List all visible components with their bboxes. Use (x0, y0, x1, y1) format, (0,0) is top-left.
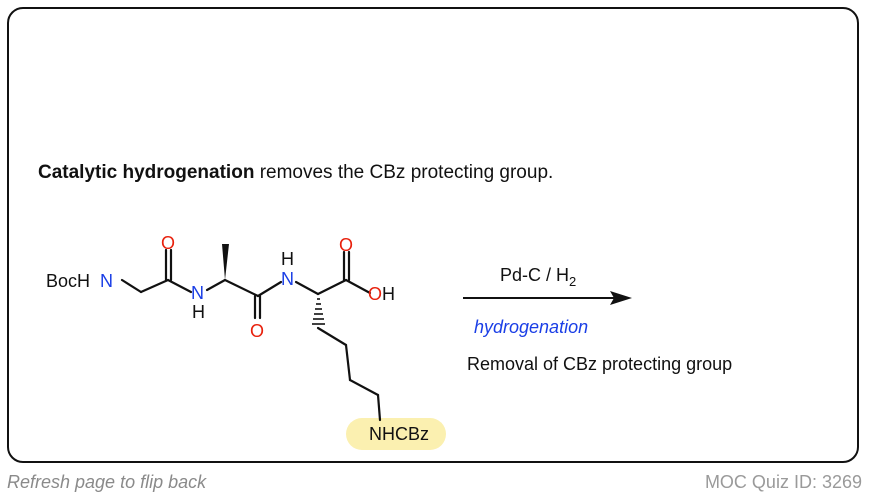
hydroxyl-oxygen-label: O (368, 284, 382, 304)
nitrogen-3-h: H (281, 249, 294, 269)
side-chain-nhcbz-label: NHCBz (369, 424, 429, 444)
hydroxyl-h-label: H (382, 284, 395, 304)
card-frame (7, 7, 859, 463)
nitrogen-1-label: N (100, 271, 113, 291)
arrow-description: Removal of CBz protecting group (467, 354, 732, 374)
hashed-bond (312, 298, 325, 325)
headline-bold: Catalytic hydrogenation (38, 162, 255, 183)
nitrogen-2-label: N (191, 283, 204, 303)
molecule-bonds (120, 248, 382, 422)
wedge-bond (222, 244, 229, 280)
nitrogen-3-label: N (281, 269, 294, 289)
oxygen-3-label: O (339, 235, 353, 255)
nitrogen-2-h: H (192, 302, 205, 322)
hydrogenation-label: hydrogenation (474, 317, 588, 337)
reagent-label: Pd-C / H2 (500, 265, 576, 289)
headline: Catalytic hydrogenation removes the CBz … (38, 162, 553, 184)
oxygen-1-label: O (161, 233, 175, 253)
side-chain-highlight (346, 418, 446, 450)
headline-rest: removes the CBz protecting group. (254, 162, 554, 183)
boc-label: BocH (46, 271, 90, 291)
refresh-hint: Refresh page to flip back (7, 472, 207, 492)
reaction-arrow-head (610, 291, 632, 305)
oxygen-2-label: O (250, 321, 264, 341)
quiz-id: MOC Quiz ID: 3269 (704, 472, 862, 492)
